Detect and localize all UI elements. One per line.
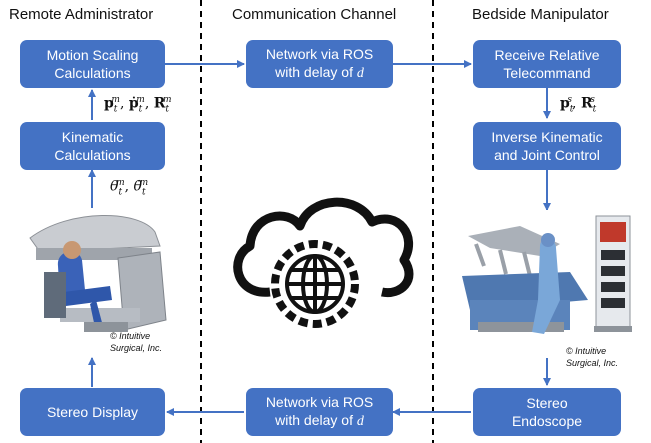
- network-bottom-delay-text: with delay of: [275, 412, 357, 428]
- credit-left-line2: Surgical, Inc.: [110, 343, 163, 353]
- inverse-line1: Inverse Kinematic: [491, 129, 603, 145]
- column-title-channel: Communication Channel: [232, 6, 397, 23]
- network-bottom-line2: with delay of d: [275, 411, 364, 431]
- network-top-box: Network via ROS with delay of d: [246, 40, 393, 88]
- column-title-bedside: Bedside Manipulator: [472, 6, 609, 23]
- endoscope-line2: Endoscope: [511, 413, 583, 429]
- inverse-line2: and Joint Control: [494, 147, 600, 163]
- slave-pose-equation: pts, Rts: [560, 95, 597, 115]
- kinematic-box: Kinematic Calculations: [20, 122, 165, 170]
- surgeon-console-image: [22, 212, 172, 344]
- inverse-kinematic-box: Inverse Kinematic and Joint Control: [473, 122, 621, 170]
- receive-line2: Telecommand: [503, 65, 591, 81]
- column-title-remote: Remote Administrator: [9, 6, 154, 23]
- network-top-line2: with delay of d: [275, 63, 364, 83]
- globe-icon: [271, 240, 359, 328]
- endoscope-line1: Stereo: [526, 395, 568, 411]
- credit-left-line1: © Intuitive: [110, 331, 151, 341]
- stereo-display-label: Stereo Display: [46, 404, 139, 420]
- network-top-line1: Network via ROS: [265, 46, 374, 62]
- stereo-display-box: Stereo Display: [20, 388, 165, 436]
- motion-scaling-line2: Calculations: [54, 65, 131, 81]
- stereo-endoscope-box: Stereo Endoscope: [473, 388, 621, 436]
- network-bottom-line1: Network via ROS: [265, 394, 374, 410]
- patient-cart-image: [455, 210, 645, 350]
- network-bottom-box: Network via ROS with delay of d: [246, 388, 393, 436]
- master-pose-equation: ptm, ṗtm, Rtm: [104, 95, 172, 115]
- kinematic-line1: Kinematic: [61, 129, 124, 145]
- credit-right: © Intuitive Surgical, Inc.: [566, 345, 618, 369]
- delay-symbol-top: d: [356, 66, 364, 81]
- network-top-delay-text: with delay of: [275, 64, 357, 80]
- receive-line1: Receive Relative: [494, 47, 600, 63]
- kinematic-line2: Calculations: [54, 147, 131, 163]
- motion-scaling-line1: Motion Scaling: [46, 47, 139, 63]
- receive-telecommand-box: Receive Relative Telecommand: [473, 40, 621, 88]
- motion-scaling-box: Motion Scaling Calculations: [20, 40, 165, 88]
- credit-right-line2: Surgical, Inc.: [566, 358, 619, 368]
- delay-symbol-bottom: d: [356, 414, 364, 429]
- master-joints-equation: θtm, θ̇tm: [110, 178, 149, 198]
- cloud-globe-icon: [233, 197, 414, 298]
- credit-right-line1: © Intuitive: [566, 346, 607, 356]
- credit-left: © Intuitive Surgical, Inc.: [110, 330, 162, 354]
